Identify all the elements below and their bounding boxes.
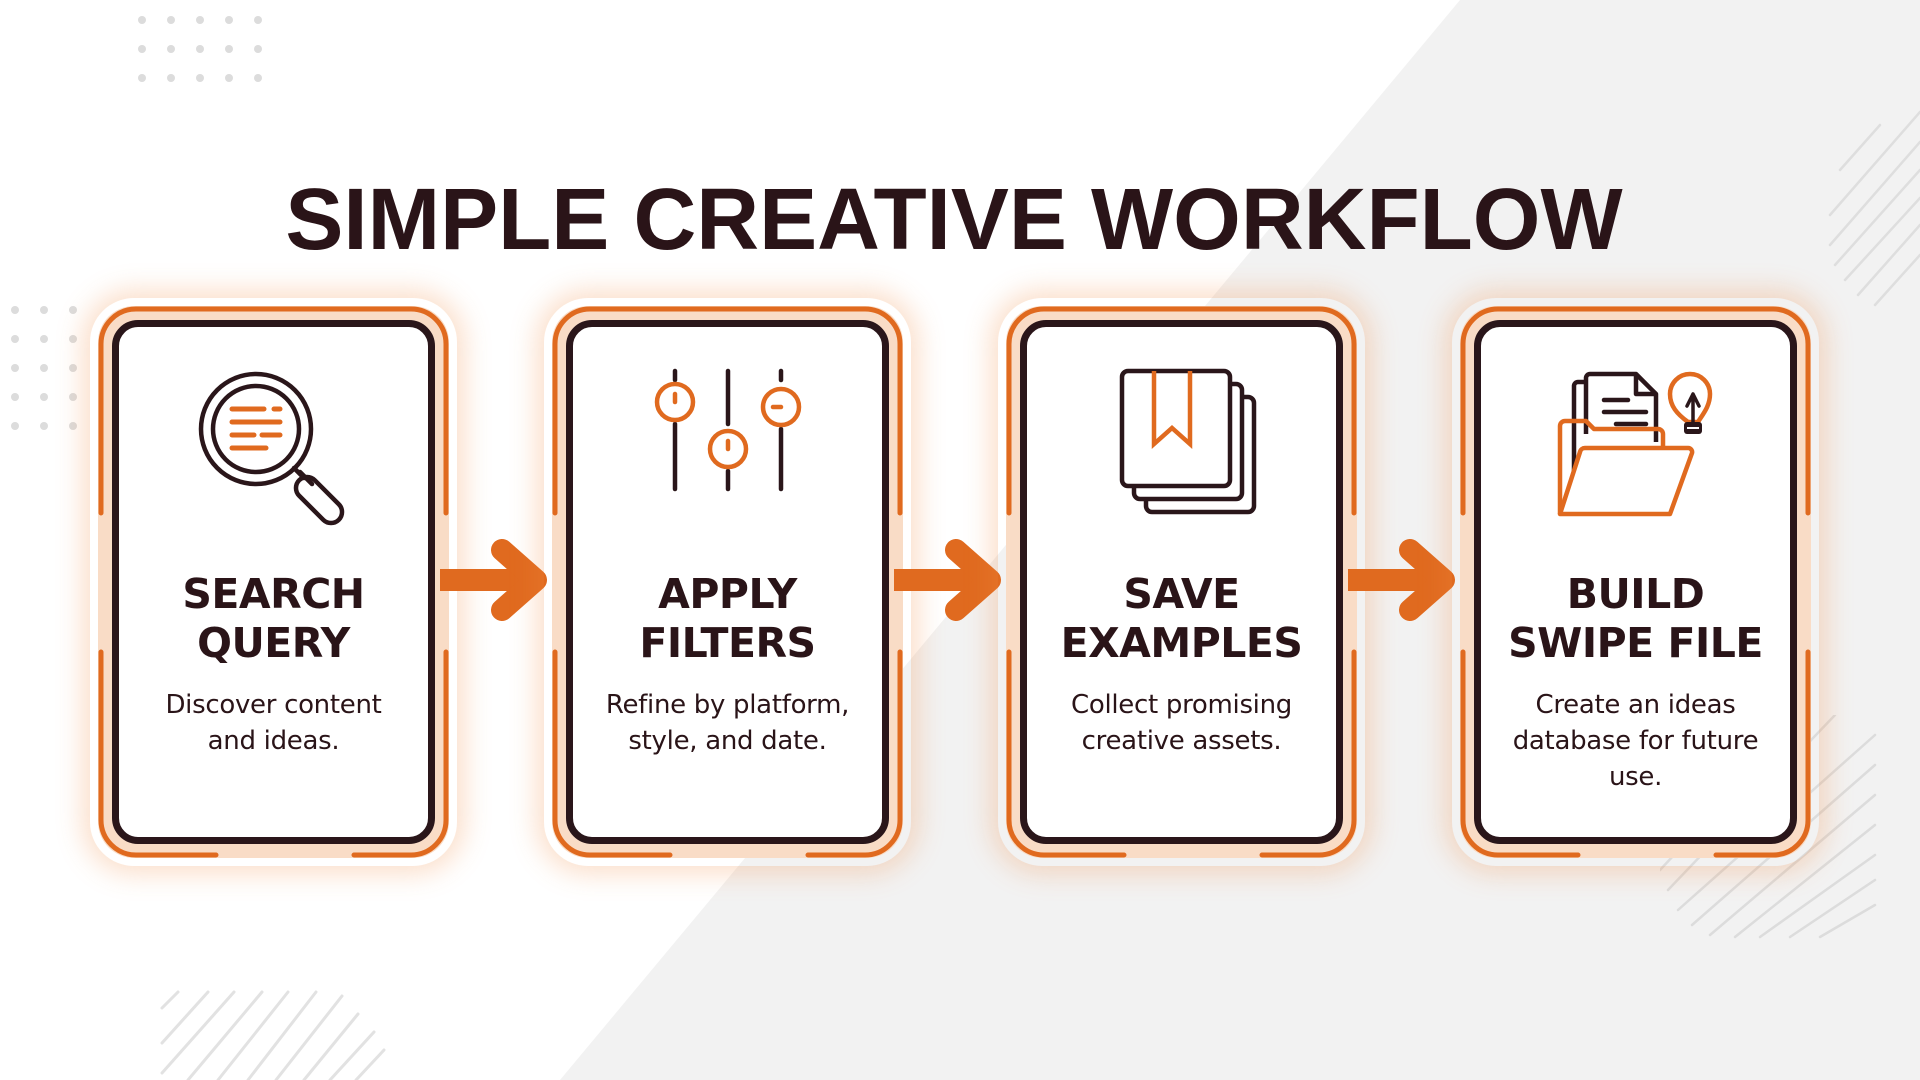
arrow-right-icon: [440, 539, 547, 621]
description-line: Collect promising: [1071, 690, 1292, 720]
step-description: Discover content and ideas.: [122, 687, 425, 759]
step-description: Collect promising creative assets.: [1030, 687, 1333, 759]
arrow-right-icon: [1348, 539, 1455, 621]
description-line: Refine by platform,: [605, 690, 850, 720]
step-description: Create an ideas database for future use.: [1484, 687, 1787, 795]
card-outer-frame: [98, 306, 449, 858]
step-description: Refine by platform, style, and date.: [576, 687, 879, 759]
card-outer-frame: [1006, 306, 1357, 858]
step-card-save-examples: SAVE EXAMPLES Collect promising creative…: [1006, 306, 1357, 858]
decorative-dot-grid-left: [11, 306, 77, 430]
heading-line: FILTERS: [639, 619, 816, 667]
decorative-hatch-bottom-left: [160, 990, 386, 1080]
page-title: SIMPLE CREATIVE WORKFLOW: [285, 171, 1623, 269]
folder-lightbulb-icon: [1460, 364, 1811, 544]
decorative-dot-grid-top: [138, 16, 262, 82]
card-outer-frame: [552, 306, 903, 858]
description-line: style, and date.: [628, 726, 827, 756]
heading-line: QUERY: [197, 619, 350, 667]
step-heading: SEARCH QUERY: [118, 570, 429, 668]
description-line: and ideas.: [207, 726, 340, 756]
heading-line: APPLY: [658, 570, 797, 618]
heading-line: BUILD: [1566, 570, 1705, 618]
description-line: use.: [1608, 762, 1663, 792]
description-line: Discover content: [165, 690, 382, 720]
step-heading: APPLY FILTERS: [572, 570, 883, 668]
step-card-build-swipe-file: BUILD SWIPE FILE Create an ideas databas…: [1460, 306, 1811, 858]
step-card-search-query: SEARCH QUERY Discover content and ideas.: [98, 306, 449, 858]
magnifier-document-icon: [98, 364, 449, 544]
heading-line: EXAMPLES: [1060, 619, 1303, 667]
step-heading: BUILD SWIPE FILE: [1480, 570, 1791, 668]
arrow-right-icon: [894, 539, 1001, 621]
bookmark-stack-icon: [1006, 364, 1357, 544]
description-line: database for future: [1512, 726, 1759, 756]
heading-line: SEARCH: [182, 570, 365, 618]
card-outer-frame: [1460, 306, 1811, 858]
step-heading: SAVE EXAMPLES: [1026, 570, 1337, 668]
step-card-apply-filters: APPLY FILTERS Refine by platform, style,…: [552, 306, 903, 858]
heading-line: SAVE: [1123, 570, 1240, 618]
description-line: Create an ideas: [1535, 690, 1736, 720]
heading-line: SWIPE FILE: [1508, 619, 1763, 667]
sliders-filter-icon: [552, 364, 903, 544]
decorative-hatch-top-right: [1828, 110, 1920, 307]
description-line: creative assets.: [1081, 726, 1282, 756]
